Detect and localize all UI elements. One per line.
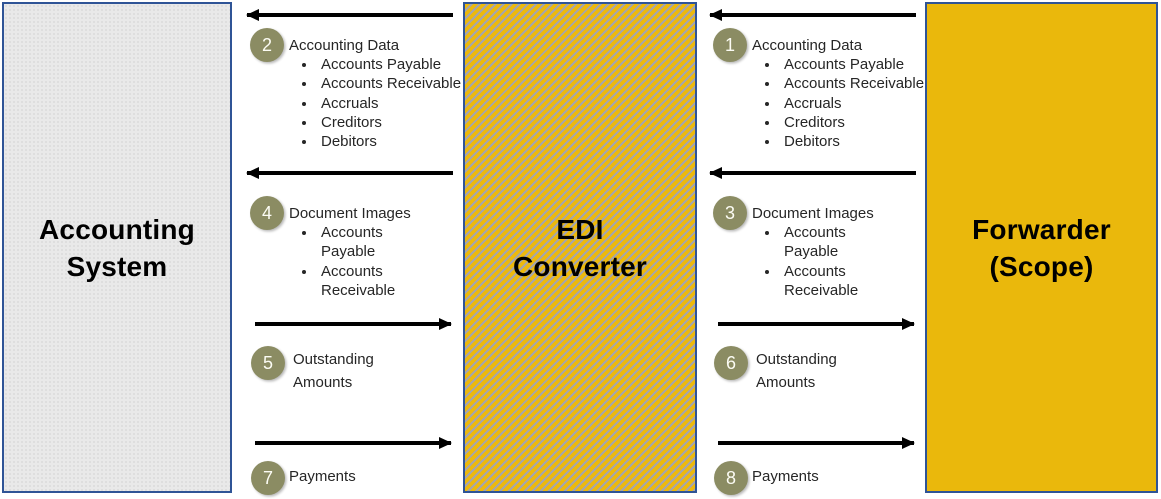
- flow-label-payments: Payments: [752, 468, 819, 485]
- edi-converter-title: EDI Converter: [513, 211, 647, 285]
- title-line: Forwarder: [972, 213, 1111, 245]
- arrow-right-icon: [718, 441, 914, 445]
- step-badge-3: 3: [713, 196, 747, 230]
- bullet-item: Accounts Payable: [317, 223, 429, 262]
- accounting-system-box: Accounting System: [2, 2, 232, 493]
- bullet-item: Accounts Payable: [780, 55, 948, 74]
- edi-converter-box: EDI Converter: [463, 2, 697, 493]
- right-flow-column: 1 Accounting Data Accounts Payable Accou…: [710, 0, 924, 499]
- bullet-item: Accounts Receivable: [780, 74, 948, 93]
- title-line: (Scope): [989, 250, 1094, 282]
- arrow-left-icon: [247, 13, 453, 17]
- arrow-right-icon: [718, 322, 914, 326]
- step-badge-1: 1: [713, 28, 747, 62]
- bullet-item: Accounts Receivable: [780, 262, 892, 301]
- step-number: 2: [261, 34, 272, 55]
- accounting-system-title: Accounting System: [39, 211, 195, 285]
- flow-label-document-images: Document Images: [289, 205, 411, 222]
- title-line: Accounting: [39, 213, 195, 245]
- step-number: 4: [261, 202, 272, 223]
- bullet-item: Accruals: [317, 94, 485, 113]
- bullet-list-accounting-data: Accounts Payable Accounts Receivable Acc…: [762, 55, 948, 151]
- bullet-item: Debitors: [780, 132, 948, 151]
- bullet-list-accounting-data: Accounts Payable Accounts Receivable Acc…: [299, 55, 485, 151]
- bullet-item: Debitors: [317, 132, 485, 151]
- step-number: 7: [262, 467, 273, 488]
- flow-label-document-images: Document Images: [752, 205, 874, 222]
- bullet-item: Accounts Receivable: [317, 74, 485, 93]
- bullet-item: Accounts Receivable: [317, 262, 429, 301]
- step-badge-2: 2: [250, 28, 284, 62]
- step-badge-7: 7: [251, 461, 285, 495]
- step-number: 6: [725, 352, 736, 373]
- bullet-item: Accruals: [780, 94, 948, 113]
- bullet-item: Creditors: [780, 113, 948, 132]
- arrow-right-icon: [255, 441, 451, 445]
- step-number: 3: [724, 202, 735, 223]
- bullet-item: Accounts Payable: [317, 55, 485, 74]
- arrow-right-icon: [255, 322, 451, 326]
- step-number: 5: [262, 352, 273, 373]
- title-line: Converter: [512, 250, 648, 282]
- bullet-item: Accounts Payable: [780, 223, 892, 262]
- flow-label-outstanding-amounts: Outstanding Amounts: [756, 351, 837, 391]
- bullet-list-document-images: Accounts Payable Accounts Receivable: [299, 223, 429, 300]
- step-badge-5: 5: [251, 346, 285, 380]
- arrow-left-icon: [710, 13, 916, 17]
- flow-label-accounting-data: Accounting Data: [289, 37, 400, 54]
- arrow-left-icon: [247, 171, 453, 175]
- bullet-item: Creditors: [317, 113, 485, 132]
- arrow-left-icon: [710, 171, 916, 175]
- left-flow-column: 2 Accounting Data Accounts Payable Accou…: [247, 0, 461, 499]
- flow-label-accounting-data: Accounting Data: [752, 37, 863, 54]
- step-badge-4: 4: [250, 196, 284, 230]
- flow-label-outstanding-amounts: Outstanding Amounts: [293, 351, 374, 391]
- step-number: 8: [725, 467, 736, 488]
- bullet-list-document-images: Accounts Payable Accounts Receivable: [762, 223, 892, 300]
- title-line: EDI: [556, 213, 604, 245]
- forwarder-box: Forwarder (Scope): [925, 2, 1158, 493]
- step-badge-8: 8: [714, 461, 748, 495]
- title-line: System: [66, 250, 168, 282]
- step-number: 1: [724, 34, 735, 55]
- forwarder-title: Forwarder (Scope): [972, 211, 1111, 285]
- step-badge-6: 6: [714, 346, 748, 380]
- flow-label-payments: Payments: [289, 468, 356, 485]
